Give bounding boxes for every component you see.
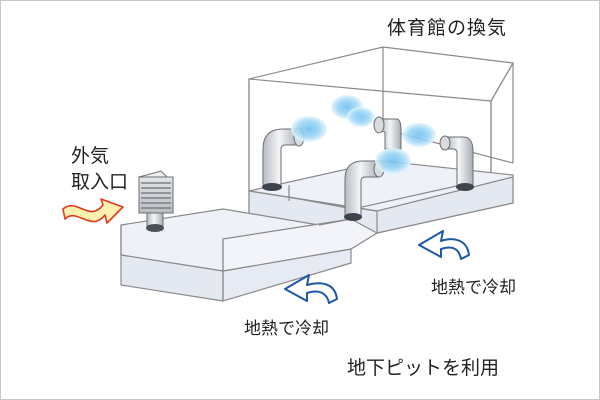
elbow-duct-icon bbox=[262, 116, 474, 221]
cooling-label-right: 地熱で冷却 bbox=[431, 278, 516, 298]
intake-louver-icon bbox=[138, 170, 174, 232]
cool-air-arrow-icon bbox=[418, 230, 470, 260]
intake-duct bbox=[120, 208, 379, 302]
air-plumes bbox=[291, 95, 436, 174]
air-intake-label-line2: 取入口 bbox=[71, 171, 129, 193]
air-intake-label: 外気 取入口 bbox=[71, 143, 128, 195]
warm-air-arrow-icon bbox=[62, 198, 124, 224]
pit-label: 地下ピットを利用 bbox=[347, 357, 500, 379]
cool-air-arrow-icon-2 bbox=[284, 274, 338, 304]
air-intake-label-line1: 外気 bbox=[71, 145, 110, 167]
cooling-label-left: 地熱で冷却 bbox=[244, 319, 329, 339]
diagram-title: 体育館の換気 bbox=[387, 17, 508, 39]
